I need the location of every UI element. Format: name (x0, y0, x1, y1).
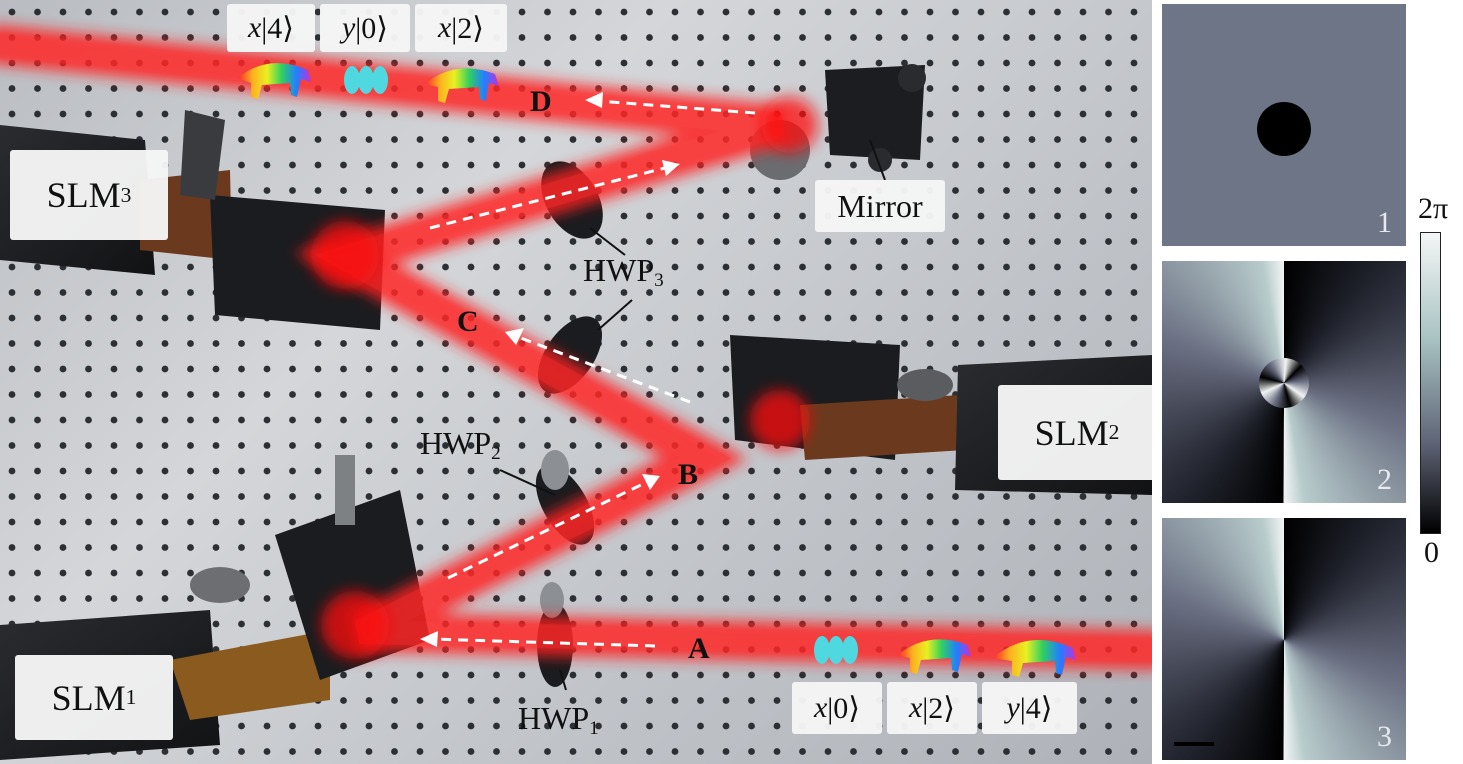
beam-point-a: A (688, 632, 710, 665)
slm3-sub: 3 (120, 182, 132, 207)
colorbar-min-label: 0 (1424, 536, 1439, 569)
phase-mask-2-center (1259, 358, 1309, 408)
top-ket-3: x|2⟩ (415, 4, 507, 52)
panel-3-number: 3 (1377, 720, 1392, 753)
slm1-sub: 1 (125, 685, 137, 709)
top-ket-1-pol: x (247, 11, 262, 44)
hwp1-label: HWP1 (518, 700, 599, 740)
bottom-ket-1-state: |0⟩ (827, 691, 861, 725)
bottom-ket-3-pol: y (1006, 691, 1020, 724)
bottom-ket-1: x|0⟩ (792, 682, 882, 734)
top-ket-1-state: |4⟩ (261, 11, 295, 45)
beam-point-c: C (457, 305, 479, 338)
scale-bar (1174, 742, 1214, 746)
panel-2-number: 2 (1377, 463, 1392, 496)
laser-beams (0, 25, 1152, 670)
label-pointers (499, 139, 886, 691)
phase-panel-1: 1 (1162, 4, 1406, 246)
panel-1-number: 1 (1377, 206, 1392, 239)
bottom-ket-2-pol: x (908, 691, 923, 724)
phase-panel-2: 2 (1162, 261, 1406, 503)
phase-mask-1 (1257, 102, 1311, 156)
top-ket-2-pol: y (341, 11, 356, 44)
direction-arrows (429, 99, 756, 648)
hwp2-label: HWP2 (420, 425, 501, 465)
hwp1-sub: 1 (589, 717, 599, 739)
hwp3-sub: 3 (654, 269, 664, 291)
top-ket-2-state: |0⟩ (355, 11, 389, 45)
slm2-sub: 2 (1108, 420, 1120, 444)
mode-icons-top (238, 63, 499, 103)
bottom-ket-1-pol: x (813, 691, 828, 724)
top-ket-1: x|4⟩ (227, 4, 315, 52)
mode-icons-bottom (814, 636, 1076, 677)
slm3-name: SLM (46, 175, 121, 215)
hwp3-label: HWP3 (583, 252, 664, 292)
hwp1-name: HWP (518, 700, 590, 736)
bottom-ket-2: x|2⟩ (887, 682, 977, 734)
phase-colorbar (1420, 232, 1441, 534)
bottom-ket-3: y|4⟩ (982, 682, 1077, 734)
phase-panel-3: 3 (1162, 518, 1406, 760)
top-ket-3-pol: x (437, 11, 452, 44)
top-ket-2: y|0⟩ (320, 4, 410, 52)
arrow-heads (420, 92, 680, 647)
slm1-name: SLM (51, 677, 126, 718)
hwp2-name: HWP (420, 425, 492, 461)
hwp3-name: HWP (583, 252, 655, 288)
phase-mask-3 (1162, 518, 1406, 760)
colorbar-max-label: 2π (1418, 192, 1449, 225)
mirror-label: Mirror (815, 180, 945, 232)
bottom-ket-2-state: |2⟩ (922, 691, 956, 725)
beam-point-d: D (530, 85, 552, 118)
mirror-text: Mirror (837, 187, 923, 224)
hwp2-sub: 2 (491, 442, 501, 464)
beam-point-b: B (678, 458, 699, 491)
slm2-name: SLM (1034, 412, 1109, 453)
setup-illustration (0, 0, 1152, 764)
top-ket-3-state: |2⟩ (451, 11, 485, 45)
bottom-ket-3-state: |4⟩ (1019, 691, 1053, 725)
